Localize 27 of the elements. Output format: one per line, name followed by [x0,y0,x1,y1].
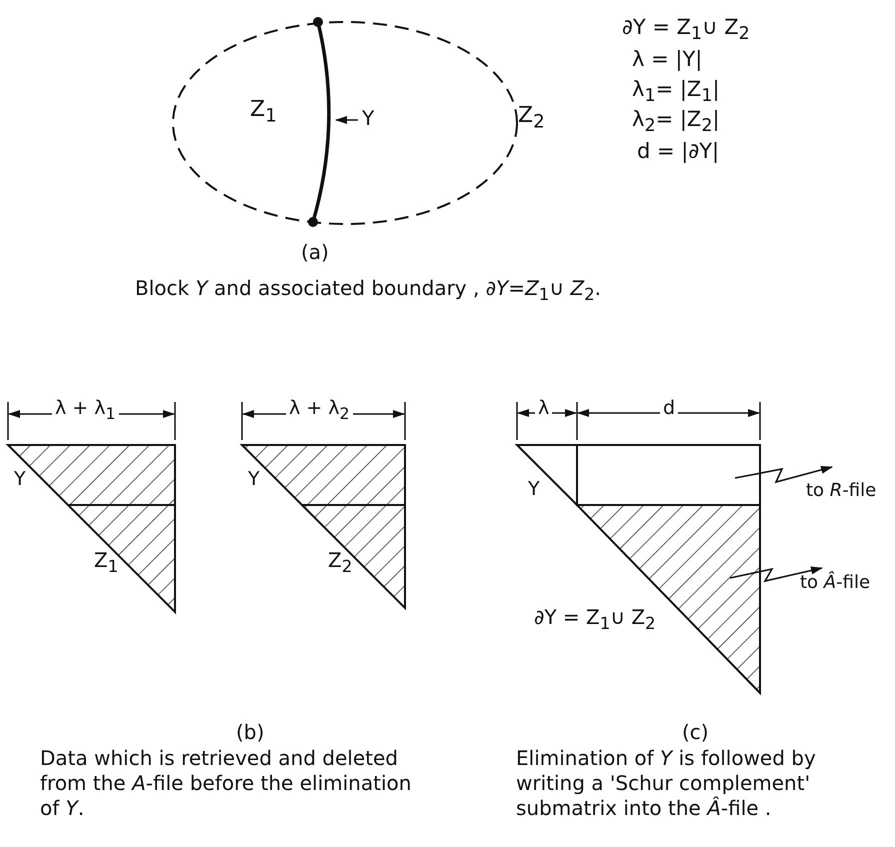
equation: λ$_{2}$= |Z$_{2}$| [632,106,720,138]
panel-label: (c) [682,720,709,745]
equation: ∂Y = Z$_{1}$∪ Z$_{2}$ [534,605,656,635]
block-label: Y [528,478,540,502]
dimension-label: λ + λ$_{1}$ [52,399,119,422]
node-label: to Â-file [800,572,870,594]
arrow [335,116,358,124]
equation: ∂Y = Z$_{1}$∪ Z$_{2}$ [622,14,750,46]
node-label: to R-file [806,480,876,502]
arrow [734,466,833,484]
region-label: Z$_{2}$ [518,102,545,134]
region-label: Z$_{1}$ [94,548,118,578]
dimension-label: λ + λ$_{2}$ [286,399,353,422]
region-label: Z$_{1}$ [250,96,277,128]
figure-caption: Elimination of Y is followed by writing a 'Schur complement' submatrix into the Â-file . [516,746,817,821]
panel-label: (b) [236,720,264,745]
equation: d = |∂Y| [637,138,720,164]
region-label: Z$_{2}$ [328,548,352,578]
arrow [730,566,823,582]
panel-label: (a) [301,240,329,265]
node-label: Y [362,106,374,131]
figure-caption: Block Y and associated boundary , ∂Y=Z$_{1}$∪ Z$_{2}$. [135,276,602,306]
equation: λ = |Y| [632,46,702,72]
block-label: Y [248,468,260,492]
block-label: Y [14,468,26,492]
figure-caption: Data which is retrieved and deleted from the A-file before the elimination of Y. [40,746,412,821]
equation: λ$_{1}$= |Z$_{1}$| [632,76,720,108]
